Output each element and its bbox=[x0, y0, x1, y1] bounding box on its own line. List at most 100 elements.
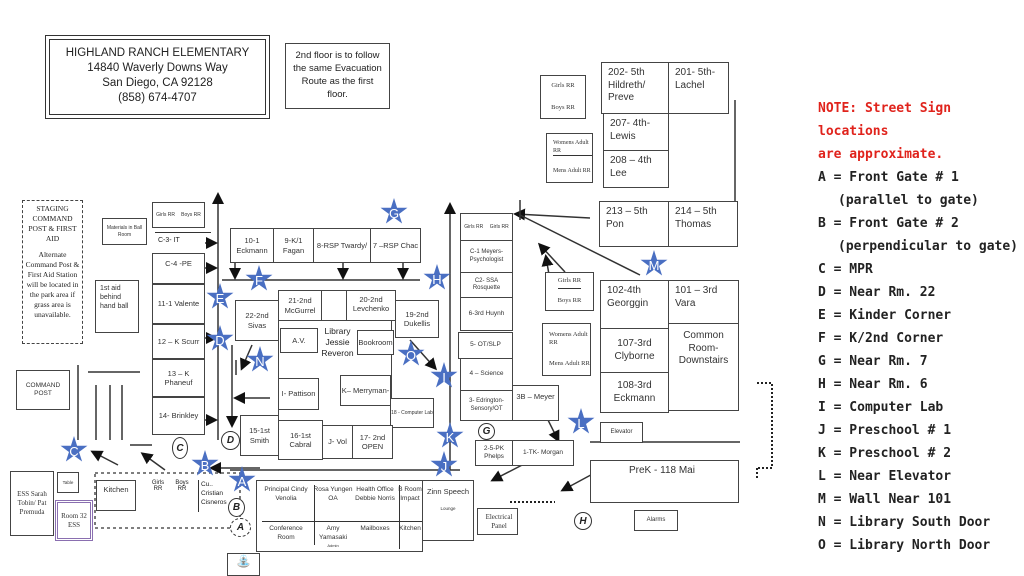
room-cisneros: Cu.. Cristian Cisneros bbox=[198, 480, 227, 512]
school-street: 14840 Waverly Downs Way bbox=[87, 62, 228, 74]
first-aid-box: 1st aid behind hand ball bbox=[95, 280, 139, 333]
legend-item: (parallel to gate) bbox=[838, 193, 979, 208]
materials-ball-room: Materials in Ball Room bbox=[102, 218, 147, 245]
marker-d: D bbox=[221, 431, 240, 450]
room-14: 14- Brinkley bbox=[152, 397, 205, 435]
legend-item: F = K/2nd Corner bbox=[818, 331, 944, 346]
room-9: 9-K/1 Fagan bbox=[273, 228, 314, 263]
room-pattison: I- Pattison bbox=[278, 378, 319, 410]
womens-rr-label: Womens Adult RR bbox=[549, 330, 588, 346]
office-kitchen: Kitchen bbox=[399, 525, 421, 532]
room-102: 102-4th Georggin bbox=[600, 280, 669, 329]
girls-rr-label: Girls RR bbox=[156, 211, 175, 218]
speech-label: Zinn Speech bbox=[426, 487, 470, 496]
bookroom: Bookroom bbox=[357, 330, 394, 355]
top-restrooms: Girls RR Boys RR bbox=[540, 75, 586, 119]
common-room: Common Room- Downstairs bbox=[668, 323, 739, 411]
staging-command-post: STAGING COMMAND POST & FIRST AID Alterna… bbox=[22, 200, 83, 344]
mid-restrooms: Girls RR Boys RR bbox=[545, 272, 594, 311]
legend-item: N = Library South Door bbox=[818, 515, 991, 530]
room-blank bbox=[321, 290, 347, 321]
legend-item: B = Front Gate # 2 bbox=[818, 216, 959, 231]
legend-item: (perpendicular to gate) bbox=[838, 239, 1019, 254]
legend-item: L = Near Elevator bbox=[818, 469, 952, 484]
marker-g: G bbox=[478, 423, 495, 440]
second-floor-note: 2nd floor is to follow the same Evacuati… bbox=[285, 43, 390, 109]
legend-item: A = Front Gate # 1 bbox=[818, 170, 959, 185]
school-name: HIGHLAND RANCH ELEMENTARY bbox=[65, 47, 250, 59]
south-girls-rr: Girls RR bbox=[151, 480, 165, 492]
conference-room: Conference Room bbox=[269, 525, 303, 541]
boys-rr-label: Boys RR bbox=[181, 211, 201, 218]
room-11: 11-1 Valente bbox=[152, 284, 205, 324]
room-c4: C-4 -PE bbox=[152, 253, 205, 284]
school-city: San Diego, CA 92128 bbox=[102, 77, 213, 89]
room-c1: C-1 Meyers- Psychologist bbox=[460, 240, 513, 273]
legend-item: D = Near Rm. 22 bbox=[818, 285, 936, 300]
mens-rr-label: Mens Adult RR bbox=[549, 360, 590, 368]
kitchen-mpr: Kitchen bbox=[96, 480, 136, 511]
west-restrooms: Girls RR Boys RR bbox=[152, 202, 205, 228]
room-c2: C2- SSA Rosquette bbox=[460, 272, 513, 298]
legend-note-line2: are approximate. bbox=[818, 147, 944, 162]
room-18-computer-lab: 18 - Computer Lab bbox=[390, 398, 434, 428]
room-32-ess: Room 32 ESS bbox=[55, 500, 93, 541]
room-22: 22-2nd Sivas bbox=[235, 300, 279, 341]
office-assistant: Rosa Yungen OA bbox=[313, 486, 353, 502]
room-16: 16-1st Cabral bbox=[278, 420, 323, 460]
room-19: 19-2nd Dukellis bbox=[395, 300, 439, 338]
library-label: Library Jessie Reveron bbox=[321, 326, 354, 358]
girls-rr-label: Girls RR bbox=[464, 223, 484, 230]
room-213: 213 – 5th Pon bbox=[599, 201, 669, 247]
school-title-block: HIGHLAND RANCH ELEMENTARY 14840 Waverly … bbox=[45, 35, 270, 119]
mailboxes: Mailboxes bbox=[360, 525, 390, 532]
lounge-label: Lounge bbox=[440, 506, 456, 512]
room-21: 21-2nd McGurrel bbox=[278, 290, 322, 321]
room-j-vol: J- Vol bbox=[322, 425, 353, 459]
room-12: 12 – K Scurr bbox=[152, 324, 205, 359]
admin-role: Admin bbox=[327, 543, 339, 548]
room-201: 201- 5th- Lachel bbox=[668, 62, 729, 114]
room-3b: 3B – Meyer bbox=[512, 385, 559, 421]
room-10: 10-1 Eckmann bbox=[230, 228, 274, 263]
legend-item: K = Preschool # 2 bbox=[818, 446, 952, 461]
legend-item: C = MPR bbox=[818, 262, 873, 277]
admin-name: Amy Yamasaki bbox=[318, 525, 348, 541]
boys-rr-label: Boys RR bbox=[557, 297, 582, 305]
health-office: Health Office Debbie Norris bbox=[355, 486, 395, 502]
room-3: 3- Edrington- Sensory/OT bbox=[460, 390, 513, 421]
room-8: 8-RSP Twardy/ bbox=[313, 228, 371, 263]
legend-item: G = Near Rm. 7 bbox=[818, 354, 928, 369]
room-207: 207- 4th- Lewis bbox=[603, 113, 669, 151]
legend-item: J = Preschool # 1 bbox=[818, 423, 952, 438]
room-108: 108-3rd Eckmann bbox=[600, 372, 669, 413]
room-202: 202- 5th Hildreth/ Preve bbox=[601, 62, 669, 114]
girls-rr-label: Girls RR bbox=[557, 277, 582, 289]
room-1: 1-TK- Morgan bbox=[512, 440, 574, 466]
elevator: Elevator bbox=[600, 422, 643, 443]
room-17: 17- 2nd OPEN bbox=[352, 425, 393, 459]
room-20: 20-2nd Levchenko bbox=[346, 290, 396, 321]
principal-office: Principal Cindy Venolia bbox=[264, 486, 308, 502]
room-13: 13 – K Phaneuf bbox=[152, 359, 205, 397]
legend-item: E = Kinder Corner bbox=[818, 308, 952, 323]
room-4: 4 – Science bbox=[460, 358, 513, 391]
room-208: 208 – 4th Lee bbox=[603, 150, 669, 188]
girls-rr-label: Girls RR bbox=[551, 82, 575, 89]
room-7: 7 –RSP Chac bbox=[370, 228, 421, 263]
boys-rr-label: Boys RR bbox=[551, 103, 575, 111]
room-101: 101 – 3rd Vara bbox=[668, 280, 739, 324]
legend-item: O = Library North Door bbox=[818, 538, 991, 553]
staging-title: STAGING COMMAND POST & FIRST AID bbox=[28, 204, 77, 243]
speech-lounge: Zinn Speech Lounge bbox=[422, 480, 474, 541]
room-15: 15-1st Smith bbox=[240, 415, 279, 456]
legend-item: H = Near Rm. 6 bbox=[818, 377, 928, 392]
command-post: COMMAND POST bbox=[16, 370, 70, 410]
mens-rr-label: Mens Adult RR bbox=[553, 168, 591, 175]
south-boys-rr: Boys RR bbox=[175, 480, 189, 492]
street-sign-legend: NOTE: Street Sign locations are approxim… bbox=[818, 97, 1024, 557]
room-prek-118: PreK - 118 Mai bbox=[590, 460, 739, 503]
